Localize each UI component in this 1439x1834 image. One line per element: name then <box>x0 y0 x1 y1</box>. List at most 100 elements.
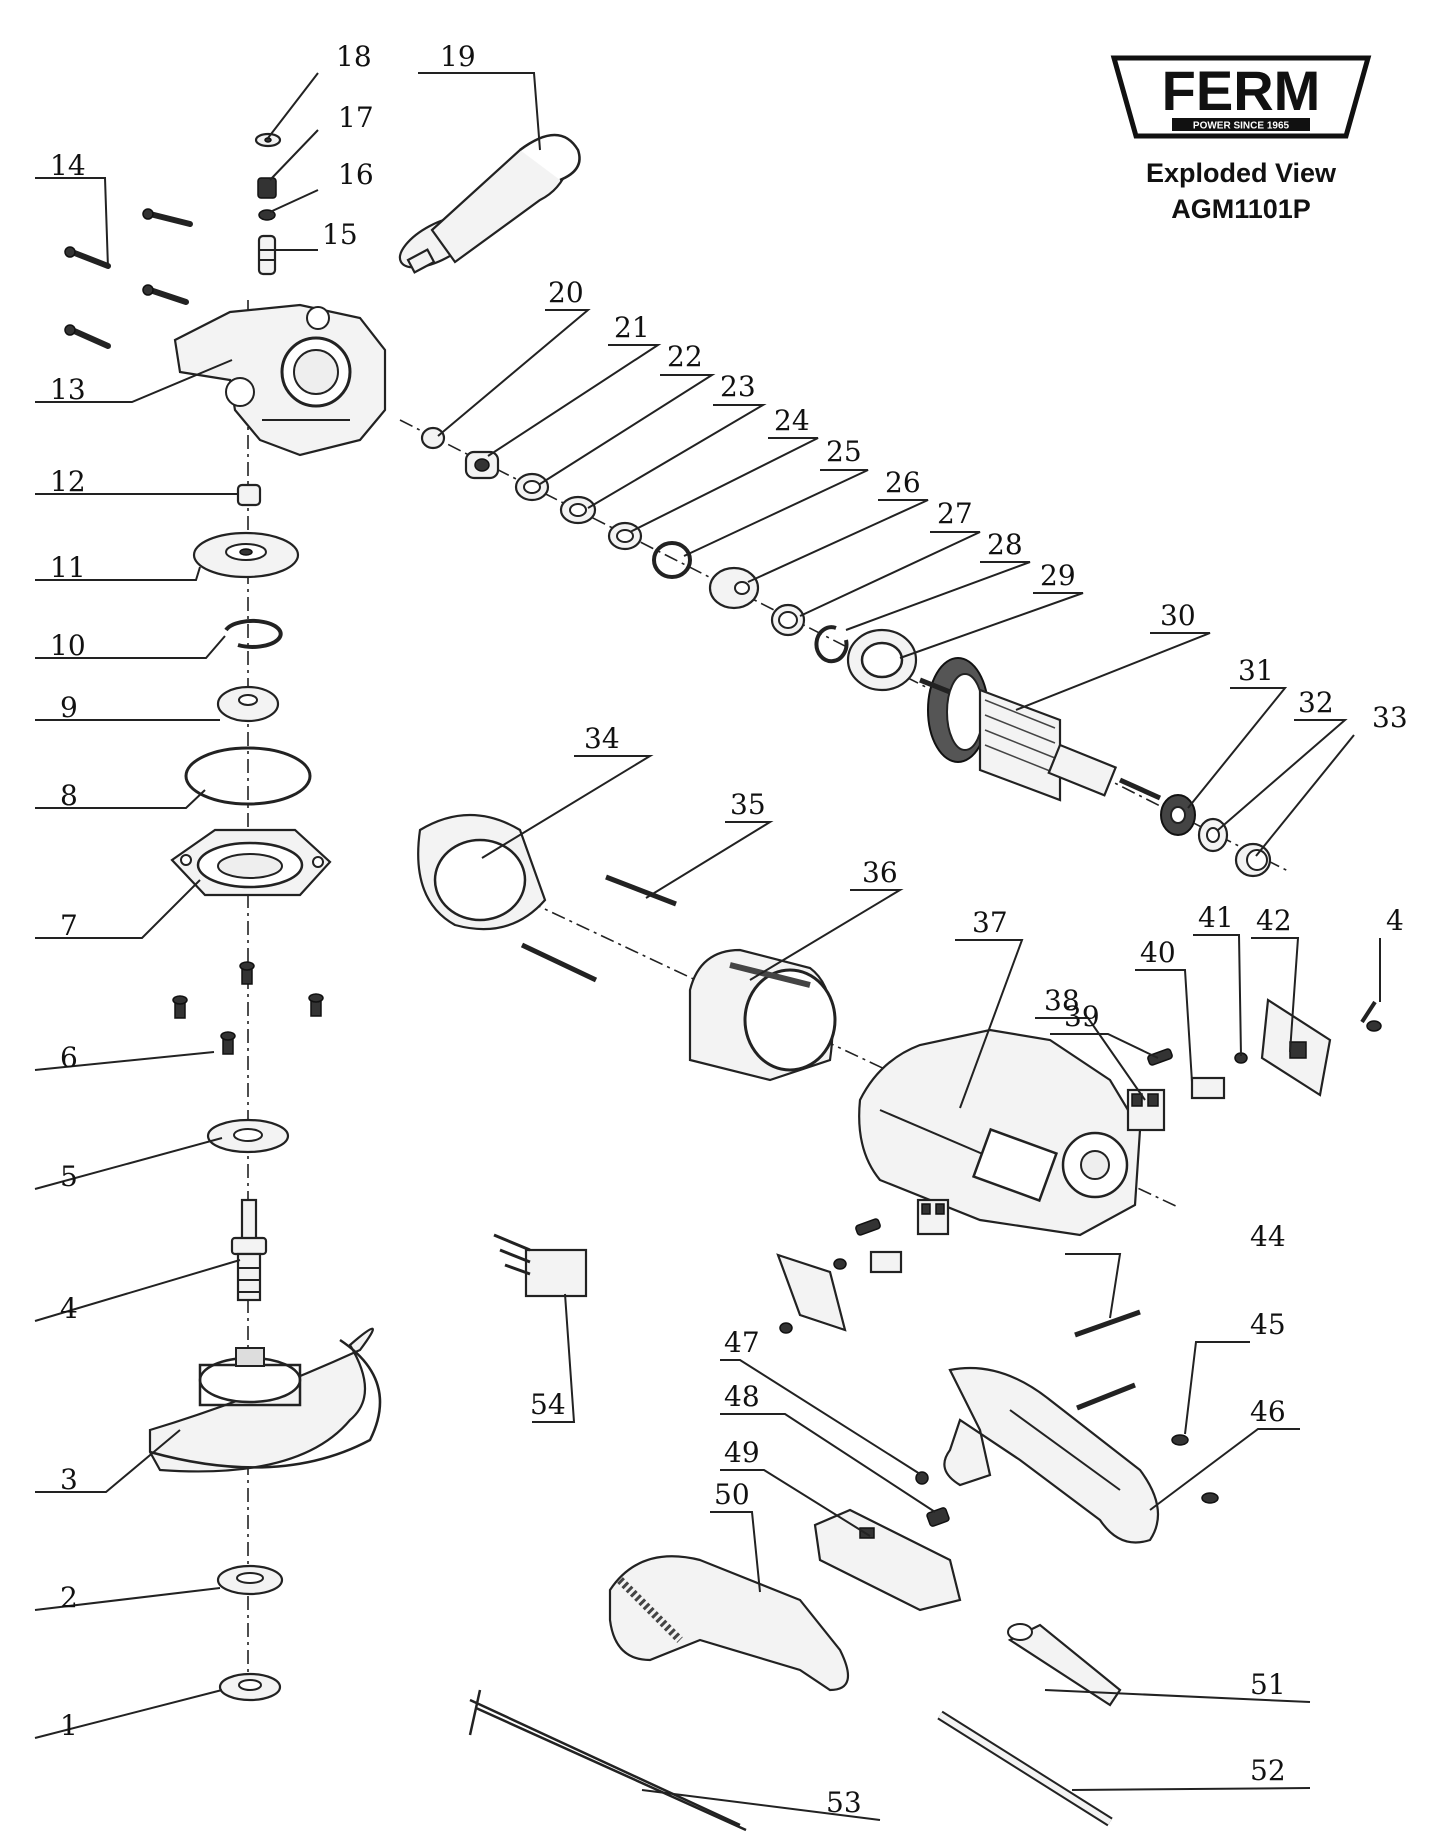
label-part-49: 49 <box>724 1436 760 1469</box>
part-54-suppressor <box>493 1233 588 1298</box>
label-part-44: 44 <box>1250 1220 1286 1253</box>
label-part-32: 32 <box>1298 686 1334 719</box>
part-19-side-handle <box>398 133 581 274</box>
part-23-washer <box>559 495 597 525</box>
logo-tagline: POWER SINCE 1965 <box>1193 121 1290 132</box>
part-10-circlip <box>224 618 283 649</box>
part-34-air-guide <box>417 814 547 931</box>
label-part-53: 53 <box>826 1786 862 1819</box>
label-part-40: 40 <box>1140 936 1176 969</box>
label-part-18: 18 <box>336 40 372 73</box>
diagram-title: Exploded View <box>1145 158 1337 188</box>
part-1-outer-flange <box>218 1672 282 1702</box>
label-part-7: 7 <box>60 909 78 942</box>
label-part-37: 37 <box>972 906 1008 939</box>
part-26-bearing <box>708 566 760 610</box>
label-part-4: 4 <box>60 1292 78 1325</box>
part-31-bearing <box>1160 794 1196 836</box>
label-part-47: 47 <box>724 1326 760 1359</box>
part-12-nut <box>236 483 262 507</box>
label-part-14: 14 <box>50 149 86 182</box>
part-11-bearing-cover <box>192 531 300 579</box>
label-part-17: 17 <box>338 101 374 134</box>
label-part-48: 48 <box>724 1380 760 1413</box>
label-part-5: 5 <box>60 1160 78 1193</box>
part-29-bearing <box>846 628 918 692</box>
part-32-bearing <box>1197 817 1229 853</box>
part-2-inner-flange <box>216 1564 284 1596</box>
label-part-36: 36 <box>862 856 898 889</box>
part-40-carbon-brush <box>869 1076 1226 1274</box>
part-21-pinion <box>464 450 500 480</box>
label-part-19: 19 <box>440 40 476 73</box>
label-part-31: 31 <box>1238 654 1274 687</box>
label-part-23: 23 <box>720 370 756 403</box>
part-46-handle-half <box>943 1366 1160 1544</box>
label-part-16: 16 <box>338 158 374 191</box>
part-52-power-cable <box>937 1710 1113 1827</box>
label-part-50: 50 <box>714 1478 750 1511</box>
label-part-1: 1 <box>60 1709 78 1742</box>
leader-lines <box>34 72 1381 1821</box>
label-part-51: 51 <box>1250 1668 1286 1701</box>
part-35-screws <box>520 874 677 983</box>
model-number: AGM1101P <box>1171 194 1311 224</box>
label-part-8: 8 <box>60 779 78 812</box>
label-part-10: 10 <box>50 629 86 662</box>
part-3-wheel-guard <box>148 1327 382 1473</box>
label-part-39: 39 <box>1064 1000 1100 1033</box>
label-part-33: 33 <box>1372 701 1408 734</box>
part-8-o-ring <box>184 746 312 806</box>
label-part-28: 28 <box>987 528 1023 561</box>
part-43-screw <box>779 1000 1382 1334</box>
part-15-lock-pin <box>257 234 277 276</box>
label-part-24: 24 <box>774 404 810 437</box>
label-part-27: 27 <box>937 497 973 530</box>
part-50-rear-handle <box>608 1555 850 1692</box>
part-25-ring <box>652 541 692 579</box>
part-45-screws <box>1171 1434 1219 1504</box>
label-part-25: 25 <box>826 435 862 468</box>
label-part-38: 38 <box>1044 984 1080 1017</box>
part-5-washer <box>206 1118 290 1154</box>
label-part-2: 2 <box>60 1581 78 1614</box>
label-part-43: 4 <box>1386 904 1404 937</box>
part-labels: 1 2 3 4 5 6 7 8 9 10 11 12 13 14 15 16 1… <box>50 40 1408 1819</box>
label-part-6: 6 <box>60 1041 78 1074</box>
label-part-45: 45 <box>1250 1308 1286 1341</box>
label-part-15: 15 <box>322 218 358 251</box>
part-48-switch-lock <box>926 1507 950 1527</box>
label-part-21: 21 <box>614 311 650 344</box>
part-42-brush-cover <box>776 998 1332 1332</box>
ferm-logo: FERM POWER SINCE 1965 <box>1110 54 1372 140</box>
part-17-knob <box>257 177 277 199</box>
label-part-30: 30 <box>1160 599 1196 632</box>
part-18-washer <box>254 132 282 148</box>
logo-wordmark: FERM <box>1162 59 1321 122</box>
part-39-spring <box>855 1048 1173 1236</box>
label-part-35: 35 <box>730 788 766 821</box>
label-part-11: 11 <box>50 551 86 584</box>
label-part-54: 54 <box>530 1388 566 1421</box>
part-47-screw <box>915 1471 929 1485</box>
label-part-3: 3 <box>60 1463 78 1496</box>
part-28-circlip <box>814 625 849 664</box>
part-13-gear-housing <box>173 303 387 457</box>
label-part-46: 46 <box>1250 1395 1286 1428</box>
label-part-13: 13 <box>50 373 86 406</box>
part-9-bearing <box>216 685 280 723</box>
label-part-42: 42 <box>1256 904 1292 937</box>
label-part-52: 52 <box>1250 1754 1286 1787</box>
label-part-26: 26 <box>885 466 921 499</box>
part-20-nut <box>420 426 446 450</box>
label-part-20: 20 <box>548 276 584 309</box>
part-27-washer <box>770 603 806 637</box>
part-36-stator <box>688 948 837 1082</box>
part-30-armature <box>919 657 1162 802</box>
label-part-9: 9 <box>60 691 78 724</box>
part-44-screws <box>1074 1309 1141 1411</box>
part-4-spindle <box>230 1198 268 1302</box>
label-part-22: 22 <box>667 340 703 373</box>
part-22-washer <box>514 472 550 502</box>
